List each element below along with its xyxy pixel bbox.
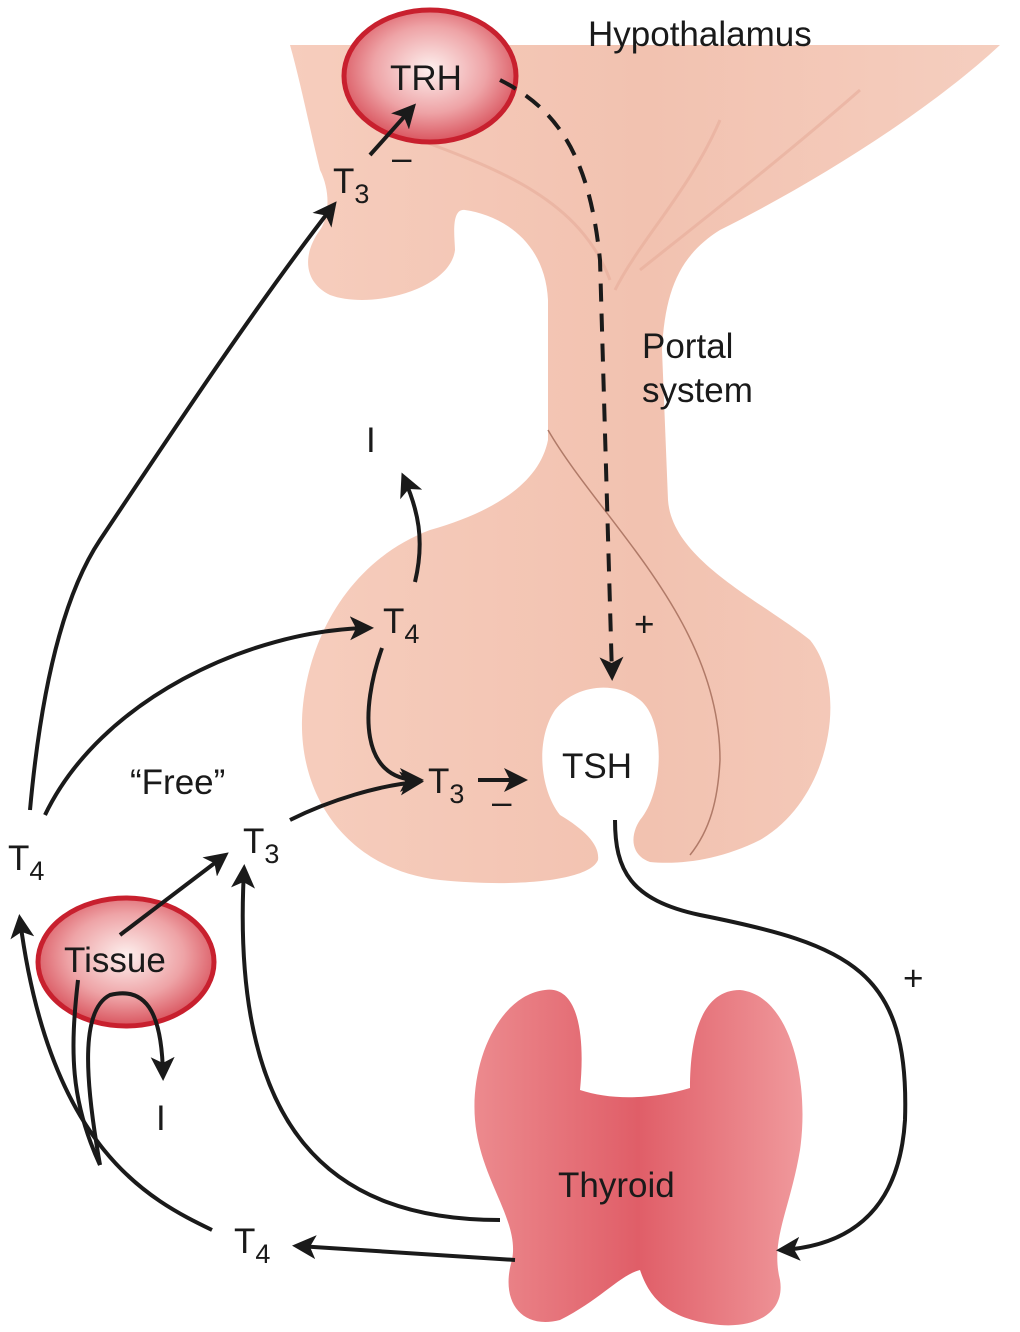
- t4-pituitary-label: T4: [383, 602, 419, 649]
- hypothalamus-pituitary-body: [290, 45, 1000, 884]
- tsh-label: TSH: [562, 747, 632, 786]
- plus-portal: +: [634, 605, 654, 644]
- t3-hypothalamus-label: T3: [333, 162, 369, 209]
- t3-free-label: T3: [243, 822, 279, 869]
- tissue-label: Tissue: [64, 941, 166, 980]
- trh-node: [341, 7, 519, 145]
- arrow-free-t3-to-pituitary: [289, 771, 424, 822]
- iodide-tissue-label: I: [156, 1099, 166, 1138]
- free-label: “Free”: [130, 763, 225, 802]
- portal-system-label-line1: Portal: [642, 327, 733, 366]
- trh-label: TRH: [390, 59, 462, 98]
- portal-vessel-line: [547, 429, 721, 856]
- arrow-tissue-to-iodide: [86, 991, 175, 1166]
- iodide-top-label: I: [366, 421, 376, 460]
- t4-left-label: T4: [8, 839, 44, 886]
- t3-pituitary-label: T3: [428, 762, 464, 809]
- tissue-node: [35, 895, 217, 1029]
- thyroid-gland: [474, 989, 803, 1326]
- arrow-trh-to-tsh: [499, 78, 624, 681]
- arrow-thyroid-to-t3: [231, 864, 501, 1222]
- arrow-t4-to-hypothalamus-t3: [28, 201, 337, 811]
- plus-tsh: +: [903, 959, 923, 998]
- arrow-t3-to-trh: [368, 103, 416, 157]
- thyroid-label: Thyroid: [558, 1166, 675, 1205]
- arrow-t4-to-pituitary: [43, 616, 374, 816]
- t4-bottom-label: T4: [234, 1222, 270, 1269]
- minus-tsh: –: [492, 783, 512, 822]
- arrow-tsh-to-thyroid: [613, 819, 908, 1261]
- portal-system-label-line2: system: [642, 371, 753, 410]
- arrow-pituitary-to-iodide: [400, 472, 423, 583]
- arrow-thyroid-to-t4: [292, 1235, 516, 1262]
- arrow-t4-to-left-t4: [10, 914, 213, 1232]
- hypothalamus-label: Hypothalamus: [588, 15, 812, 54]
- minus-trh: –: [392, 139, 412, 178]
- arrow-t4-into-tissue: [71, 979, 102, 1166]
- arrow-tissue-to-t3: [118, 852, 229, 937]
- hypothalamus-folds: [419, 88, 861, 291]
